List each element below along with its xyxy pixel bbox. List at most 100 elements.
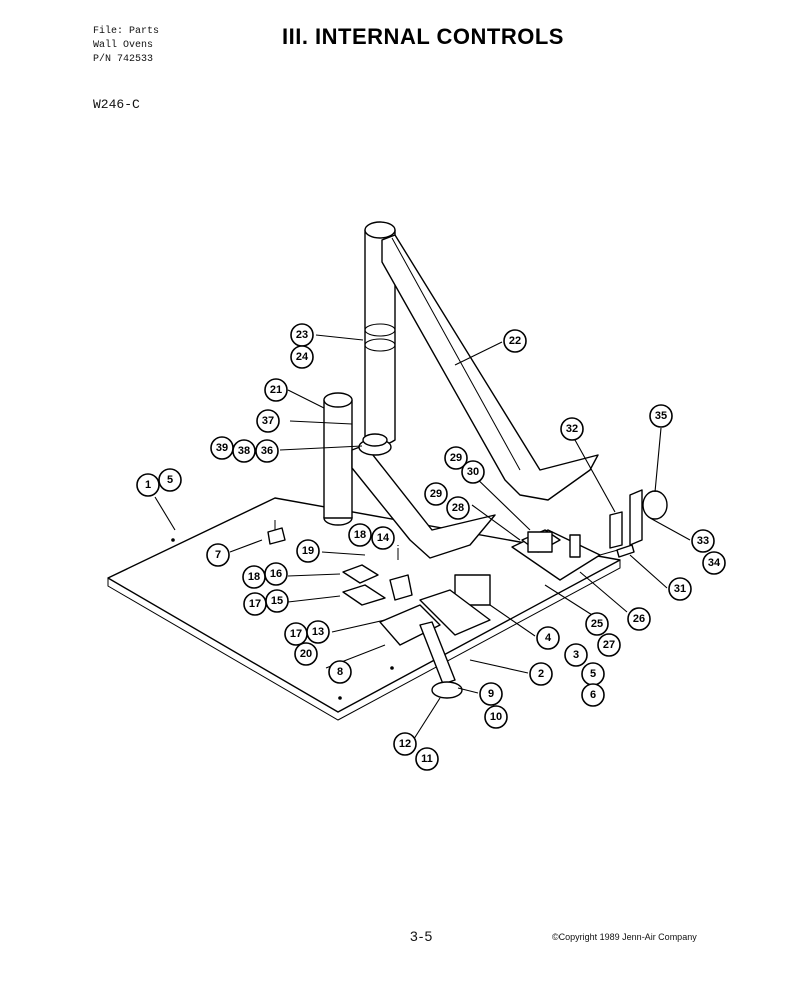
file-line-3: P/N 742533: [93, 54, 154, 65]
callout-23: 23: [290, 323, 314, 347]
callout-33: 33: [691, 529, 715, 553]
callout-5: 5: [158, 468, 182, 492]
page-title: III. INTERNAL CONTROLS: [282, 24, 564, 49]
lower-air-tube: [351, 444, 496, 559]
svg-text:2: 2: [538, 668, 544, 680]
callout-24: 24: [290, 345, 314, 369]
callout-6: 6: [581, 683, 605, 707]
callout-3: 3: [564, 643, 588, 667]
small-parts: [267, 520, 635, 560]
svg-text:18: 18: [248, 571, 260, 583]
svg-text:29: 29: [430, 488, 442, 500]
callout-21: 21: [264, 378, 288, 402]
svg-text:14: 14: [377, 532, 390, 544]
svg-text:8: 8: [337, 666, 343, 678]
callout-17: 17: [243, 592, 267, 616]
callout-12: 12: [393, 732, 417, 756]
callout-29: 29: [444, 446, 468, 470]
callout-31: 31: [668, 577, 692, 601]
svg-text:37: 37: [262, 415, 274, 427]
callout-16: 16: [264, 562, 288, 586]
svg-text:9: 9: [488, 688, 494, 700]
callout-18: 18: [348, 523, 372, 547]
svg-text:38: 38: [238, 445, 250, 457]
svg-text:28: 28: [452, 502, 464, 514]
callout-7: 7: [206, 543, 230, 567]
callout-4: 4: [536, 626, 560, 650]
svg-text:26: 26: [633, 613, 645, 625]
callout-30: 30: [461, 460, 485, 484]
svg-text:25: 25: [591, 618, 603, 630]
callout-19: 19: [296, 539, 320, 563]
control-board: [511, 529, 601, 581]
svg-text:5: 5: [590, 668, 596, 680]
callout-37: 37: [256, 409, 280, 433]
svg-text:6: 6: [590, 689, 596, 701]
callout-9: 9: [479, 682, 503, 706]
page-number: 3-5: [410, 928, 434, 944]
svg-text:17: 17: [249, 598, 261, 610]
svg-text:19: 19: [302, 545, 314, 557]
callout-18: 18: [242, 565, 266, 589]
callout-20: 20: [294, 642, 318, 666]
file-info: File: Parts Wall Ovens P/N 742533: [93, 25, 159, 67]
svg-text:21: 21: [270, 384, 282, 396]
svg-text:31: 31: [674, 583, 686, 595]
svg-text:16: 16: [270, 568, 282, 580]
callout-38: 38: [232, 439, 256, 463]
callout-27: 27: [597, 633, 621, 657]
callout-26: 26: [627, 607, 651, 631]
file-line-1: File: Parts: [93, 26, 160, 37]
svg-text:12: 12: [399, 738, 411, 750]
svg-text:22: 22: [509, 335, 521, 347]
callout-11: 11: [415, 747, 439, 771]
svg-text:15: 15: [271, 595, 283, 607]
copyright-notice: ©Copyright 1989 Jenn-Air Company: [552, 932, 697, 942]
svg-text:3: 3: [573, 649, 579, 661]
svg-text:32: 32: [566, 423, 578, 435]
svg-text:35: 35: [655, 410, 667, 422]
svg-text:36: 36: [261, 445, 273, 457]
callout-28: 28: [446, 496, 470, 520]
svg-text:1: 1: [145, 479, 151, 491]
callout-22: 22: [503, 329, 527, 353]
svg-text:24: 24: [296, 351, 309, 363]
callout-29: 29: [424, 482, 448, 506]
svg-text:18: 18: [354, 529, 366, 541]
callout-25: 25: [585, 612, 609, 636]
callout-14: 14: [371, 526, 395, 550]
svg-text:20: 20: [300, 648, 312, 660]
svg-text:17: 17: [290, 628, 302, 640]
callout-35: 35: [649, 404, 673, 428]
svg-text:23: 23: [296, 329, 308, 341]
callout-39: 39: [210, 436, 234, 460]
svg-text:4: 4: [545, 632, 552, 644]
svg-text:27: 27: [603, 639, 615, 651]
fan-housing: [358, 433, 392, 456]
callout-1: 1: [136, 473, 160, 497]
svg-text:29: 29: [450, 452, 462, 464]
svg-text:11: 11: [421, 753, 433, 765]
valve-assembly: [419, 574, 491, 699]
svg-text:10: 10: [490, 711, 502, 723]
svg-text:34: 34: [708, 557, 721, 569]
right-bracket: [599, 489, 668, 556]
callout-2: 2: [529, 662, 553, 686]
model-number: W246-C: [93, 97, 140, 112]
callout-32: 32: [560, 417, 584, 441]
callout-8: 8: [328, 660, 352, 684]
callout-13: 13: [306, 620, 330, 644]
svg-text:30: 30: [467, 466, 479, 478]
callout-15: 15: [265, 589, 289, 613]
callout-17: 17: [284, 622, 308, 646]
svg-text:39: 39: [216, 442, 228, 454]
callout-36: 36: [255, 439, 279, 463]
file-line-2: Wall Ovens: [93, 40, 154, 51]
callout-5: 5: [581, 662, 605, 686]
switch-assembly: [342, 564, 441, 646]
short-duct: [323, 392, 353, 526]
svg-text:33: 33: [697, 535, 709, 547]
svg-text:5: 5: [167, 474, 173, 486]
callout-34: 34: [702, 551, 726, 575]
